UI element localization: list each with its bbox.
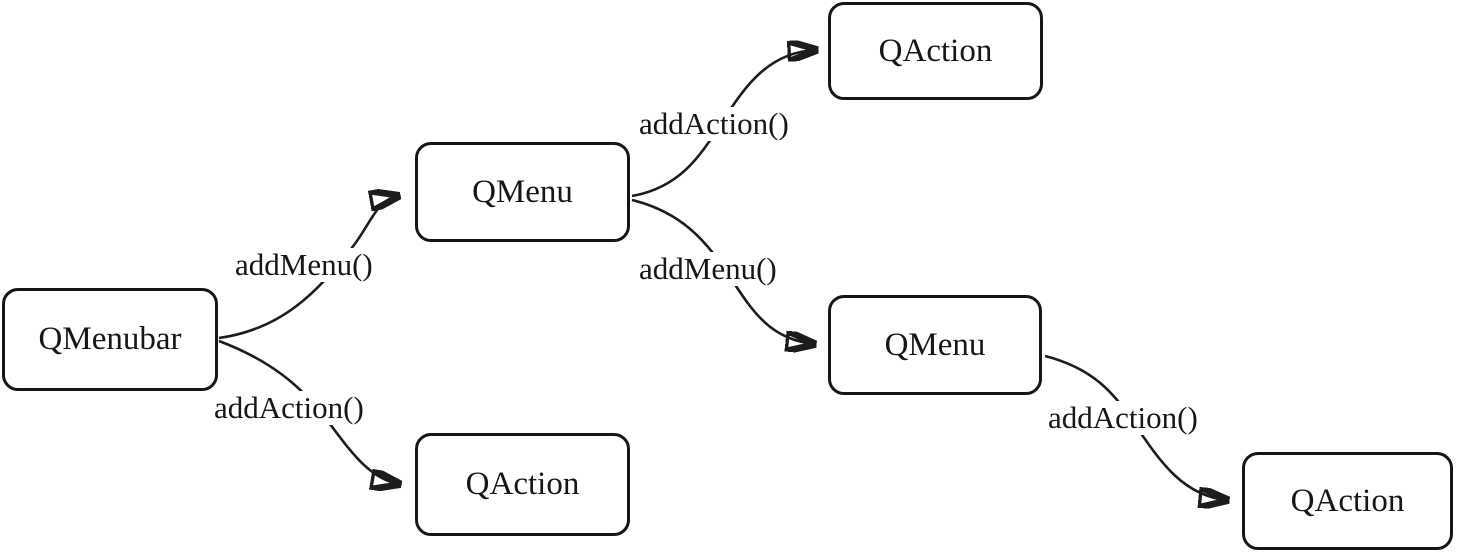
edge-label-addmenu-2: addMenu() <box>637 251 779 287</box>
node-qaction-middle-label: QAction <box>465 466 580 502</box>
node-qmenubar: QMenubar <box>2 288 218 391</box>
node-qmenubar-label: QMenubar <box>38 321 182 357</box>
node-qmenu-right-label: QMenu <box>884 326 986 363</box>
node-qmenu-top: QMenu <box>415 142 630 242</box>
node-qaction-middle: QAction <box>415 433 630 536</box>
node-qaction-bottom: QAction <box>1242 452 1453 550</box>
node-qmenu-top-label: QMenu <box>472 173 573 210</box>
node-qmenu-right: QMenu <box>828 295 1042 395</box>
node-qaction-bottom-label: QAction <box>1290 482 1405 519</box>
node-qaction-top-label: QAction <box>878 32 993 69</box>
node-qaction-top: QAction <box>828 2 1043 100</box>
edge-label-addaction-3: addAction() <box>1046 400 1200 436</box>
edge-label-addmenu-1: addMenu() <box>233 247 375 283</box>
edge-label-addaction-1: addAction() <box>212 390 366 426</box>
edge-label-addaction-2: addAction() <box>637 106 791 142</box>
